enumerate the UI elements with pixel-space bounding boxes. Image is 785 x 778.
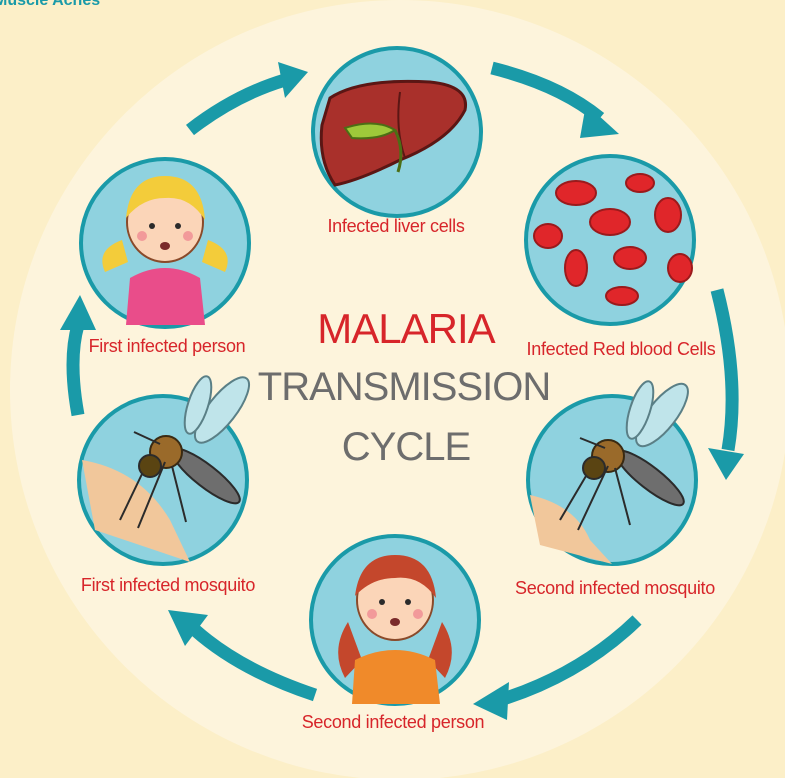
stage-person1-circle	[81, 159, 249, 327]
title-transmission: TRANSMISSION	[258, 365, 550, 410]
stage-label-blood: Infected Red blood Cells	[527, 339, 716, 360]
stage-blood-circle	[526, 156, 694, 324]
stage-liver-circle	[313, 48, 481, 216]
stage-label-mosquito2: Second infected mosquito	[515, 578, 715, 599]
stage-label-mosquito1: First infected mosquito	[81, 575, 255, 596]
stage-label-person2: Second infected person	[302, 712, 485, 733]
title-malaria: MALARIA	[317, 305, 494, 353]
stage-person2-circle	[311, 536, 479, 704]
title-cycle: CYCLE	[342, 425, 470, 470]
stage-label-liver: Infected liver cells	[327, 216, 464, 237]
stage-label-person1: First infected person	[89, 336, 246, 357]
